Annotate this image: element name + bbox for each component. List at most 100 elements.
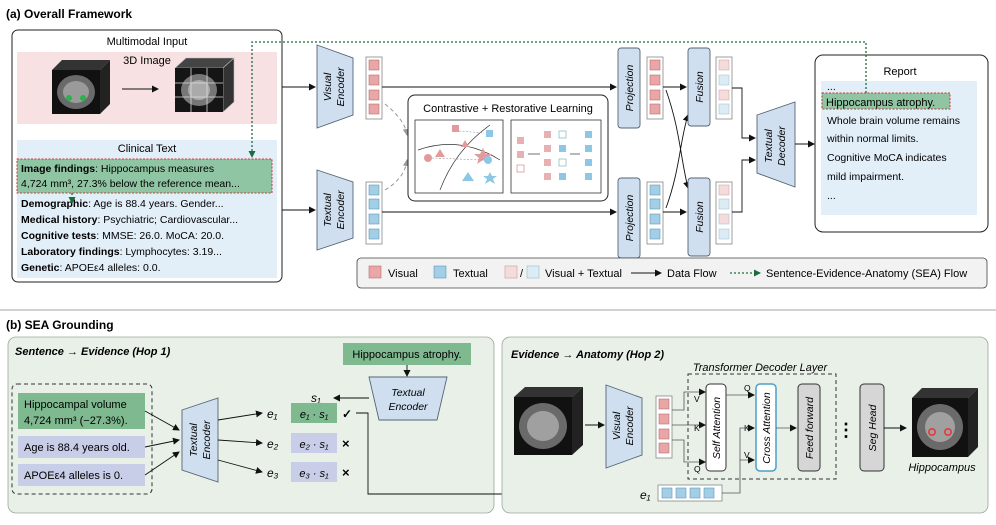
hop1-textual-encoder: [368, 376, 448, 421]
hop1-ev1-arrow: [144, 410, 180, 431]
legend-fused-swatch-v: [504, 265, 518, 279]
section-a-title: (a) Overall Framework: [6, 7, 132, 21]
legend-slash: /: [520, 268, 524, 280]
hop1-e3-arrow: [217, 459, 263, 474]
hop1-evidence3-box: [18, 464, 145, 486]
fusion-bottom: [687, 177, 711, 257]
hop1-e2: e₂: [267, 437, 279, 451]
clinical-row: Cognitive tests: MMSE: 26.0. MoCA: 20.0.: [21, 230, 224, 242]
textual-encoder-a-label2: Encoder: [335, 190, 347, 230]
textual-decoder-label1: Textual: [763, 129, 775, 163]
hop1-score2: e₂ · s₁: [299, 439, 329, 451]
cross-v-to-t-arrow: [665, 89, 690, 189]
report-line-1: Hippocampus atrophy.: [826, 97, 935, 109]
image-findings-line2: 4,724 mm³, 27.3% below the reference mea…: [21, 178, 240, 190]
hop1-ev2-arrow: [144, 437, 180, 448]
textual-encoder-a-label1: Textual: [322, 193, 334, 227]
hop1-score1: e₁ · s₁: [300, 409, 329, 421]
hop1-e3: e₃: [267, 466, 279, 480]
restorative-space: [510, 119, 602, 194]
hop2-title: Evidence → Anatomy (Hop 2): [511, 349, 664, 361]
legend-sea-label: Sentence-Evidence-Anatomy (SEA) Flow: [766, 268, 967, 280]
cross-t-to-v-arrow: [665, 114, 690, 209]
hop1-ev-encoder-label2: Encoder: [201, 420, 213, 460]
hop1-evidence-encoder: [181, 397, 219, 483]
contrastive-shapes: [417, 124, 501, 191]
projected-visual: [646, 56, 664, 120]
hop2-encoder-label2: Encoder: [624, 406, 636, 446]
legend-visual-label: Visual: [388, 268, 418, 280]
projection-textual-label: Projection: [624, 195, 636, 242]
patched-brain-cube-icon: [174, 57, 235, 113]
hop2-visual-encoder: [605, 384, 643, 469]
multimodal-input-title: Multimodal Input: [107, 36, 188, 48]
hop2-self-attention: [705, 383, 727, 472]
hop2-text-features: [657, 484, 723, 502]
hop2-seg-head: [859, 383, 885, 472]
hop1-ev-encoder-label1: Textual: [188, 423, 200, 457]
hop2-encoder-label1: Visual: [611, 411, 623, 440]
legend-flow-label: Data Flow: [667, 268, 717, 280]
hop2-seg-head-label: Seg Head: [867, 403, 879, 451]
legend-box: [356, 257, 988, 289]
hop1-evidence1-line1: Hippocampal volume: [24, 399, 127, 411]
hop2-e1-v-arrow: [722, 456, 755, 494]
image-panel-title: 3D Image: [123, 55, 171, 67]
hop1-title: Sentence → Evidence (Hop 1): [15, 346, 171, 358]
report-line-5: mild impairment.: [827, 171, 904, 183]
legend-textual-label: Textual: [453, 268, 488, 280]
hop1-score1-box: [291, 403, 337, 423]
image-findings-line1: Image findings: Hippocampus measures: [21, 163, 214, 175]
textual-to-contrastive-arrow: [384, 159, 410, 191]
hop1-score3-box: [291, 462, 337, 482]
hop1-sentence-box: [343, 343, 471, 365]
report-line-0: ...: [827, 81, 836, 93]
hop2-decoder-layer-box: [687, 373, 837, 480]
clinical-rows: Demographic: Age is 88.4 years. Gender..…: [21, 198, 238, 274]
hop2-self-attention-label: Self Attention: [711, 397, 723, 459]
visual-encoder-a: [316, 44, 354, 129]
hop1-evidence2-box: [18, 436, 145, 458]
hop2-cross-q: Q: [744, 383, 751, 393]
visual-features-a: [365, 56, 383, 120]
visual-encoder-a-label2: Encoder: [335, 67, 347, 107]
hop1-score3: e₃ · s₁: [299, 468, 329, 480]
fusion-top-to-decoder-arrow: [732, 87, 756, 142]
sea-flow-arrow: [248, 41, 867, 158]
hop2-q-arrow: [672, 439, 706, 466]
report-line-3: within normal limits.: [826, 133, 919, 145]
hop1-sentence: Hippocampus atrophy.: [352, 349, 461, 361]
report-line-2: Whole brain volume remains: [827, 115, 960, 127]
hop1-cross-icon-2: ×: [342, 436, 350, 451]
hop2-cross-attention-label: Cross Attention: [761, 392, 773, 464]
hop2-output-brain-icon: [912, 388, 978, 457]
legend-both-label: Visual + Textual: [545, 268, 622, 280]
projection-visual-label: Projection: [624, 65, 636, 112]
hop2-feed-forward-label: Feed forward: [804, 396, 816, 459]
hop2-visual-features: [655, 395, 673, 459]
hop1-check-icon: ✓: [342, 407, 352, 421]
hop1-cross-icon-3: ×: [342, 465, 350, 480]
fused-top: [715, 56, 733, 120]
hop1-evidence3: APOEε4 alleles is 0.: [24, 470, 123, 482]
clinical-row: Demographic: Age is 88.4 years. Gender..…: [21, 198, 224, 210]
hop1-encoder-label2: Encoder: [388, 401, 428, 413]
hop2-self-v: V: [694, 394, 700, 404]
contrastive-title: Contrastive + Restorative Learning: [423, 103, 593, 115]
visual-to-contrastive-arrow: [384, 103, 410, 136]
image-findings-highlight: [16, 158, 273, 194]
legend-visual-swatch: [368, 265, 382, 279]
fusion-bottom-label: Fusion: [694, 201, 706, 233]
fusion-bottom-to-decoder-arrow: [732, 156, 756, 213]
fusion-top-label: Fusion: [694, 71, 706, 103]
clinical-row: Genetic: APOEε4 alleles: 0.0.: [21, 262, 161, 274]
hop1-evidence-group: [11, 383, 153, 495]
hop1-e1-arrow: [217, 410, 263, 421]
hop1-evidence2: Age is 88.4 years old.: [24, 442, 130, 454]
textual-decoder-label2: Decoder: [776, 126, 788, 166]
textual-decoder: [756, 101, 796, 188]
report-line-4: Cognitive MoCA indicates: [827, 152, 947, 164]
hop2-cross-v: V: [744, 450, 750, 460]
hop2-self-q: Q: [694, 464, 701, 474]
